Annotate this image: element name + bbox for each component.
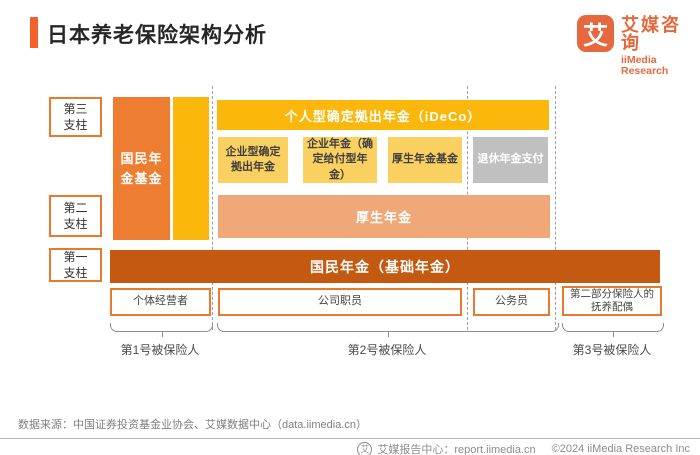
ideco-band: 个人型确定拠出年金（iDeCo） [217,100,549,130]
iimedia-badge-icon: 艾 [357,441,373,455]
company-employee-box: 公司职员 [218,288,462,316]
self-employed-box: 个体经营者 [110,288,211,316]
page-title: 日本养老保险架构分析 [47,24,267,47]
title-accent-bar [30,17,38,48]
data-source-note: 数据来源：中国证券投资基金业协会、艾媒数据中心（data.iimedia.cn） [18,419,367,431]
dashed-divider-1 [212,86,213,330]
brace-insured-1 [110,323,213,337]
insured-1-label: 第1号被保险人 [120,343,200,357]
pillar-2-box: 第二 支柱 [49,195,102,237]
corporate-db-pension-box: 企业年金（确定给付型年金） [303,137,377,183]
brand-block: 艾媒咨询 iiMedia Research [621,16,700,76]
corporate-dc-pension-box: 企业型确定拠出年金 [218,137,288,183]
pillar-1-box: 第一 支柱 [49,248,102,282]
civil-servant-box: 公务员 [473,288,550,316]
insured-3-label: 第3号被保险人 [572,343,652,357]
footer-divider [0,438,700,439]
footer-right: 艾 艾媒报告中心：report.iimedia.cn ©2024 iiMedia… [357,441,690,455]
pillar-3-box: 第三 支柱 [49,97,102,137]
national-pension-fund-bar: 国民年 金基金 [113,97,170,240]
ideco-vertical-bar [173,97,209,240]
insured-2-label: 第2号被保险人 [347,343,427,357]
brace-insured-3 [562,323,664,337]
report-center-link: 艾媒报告中心：report.iimedia.cn [377,444,536,455]
dependent-spouse-box: 第二部分保险人的 抚养配偶 [562,286,662,316]
retirement-pension-pay-box: 退休年金支付 [473,137,548,183]
basic-pension-band: 国民年金（基础年金） [110,250,660,283]
brace-insured-2 [217,323,559,337]
badge-glyph: 艾 [360,444,370,454]
welfare-pension-band: 厚生年金 [218,195,550,238]
employee-pension-fund-box: 厚生年金基金 [388,137,462,183]
dashed-divider-3 [555,86,556,330]
copyright-text: ©2024 iiMedia Research Inc [551,443,690,455]
brand-name-cn: 艾媒咨询 [621,15,681,53]
brand-name-en: iiMedia Research [621,54,669,77]
iimedia-logo-icon: 艾 [577,15,614,52]
logo-glyph: 艾 [582,21,608,50]
